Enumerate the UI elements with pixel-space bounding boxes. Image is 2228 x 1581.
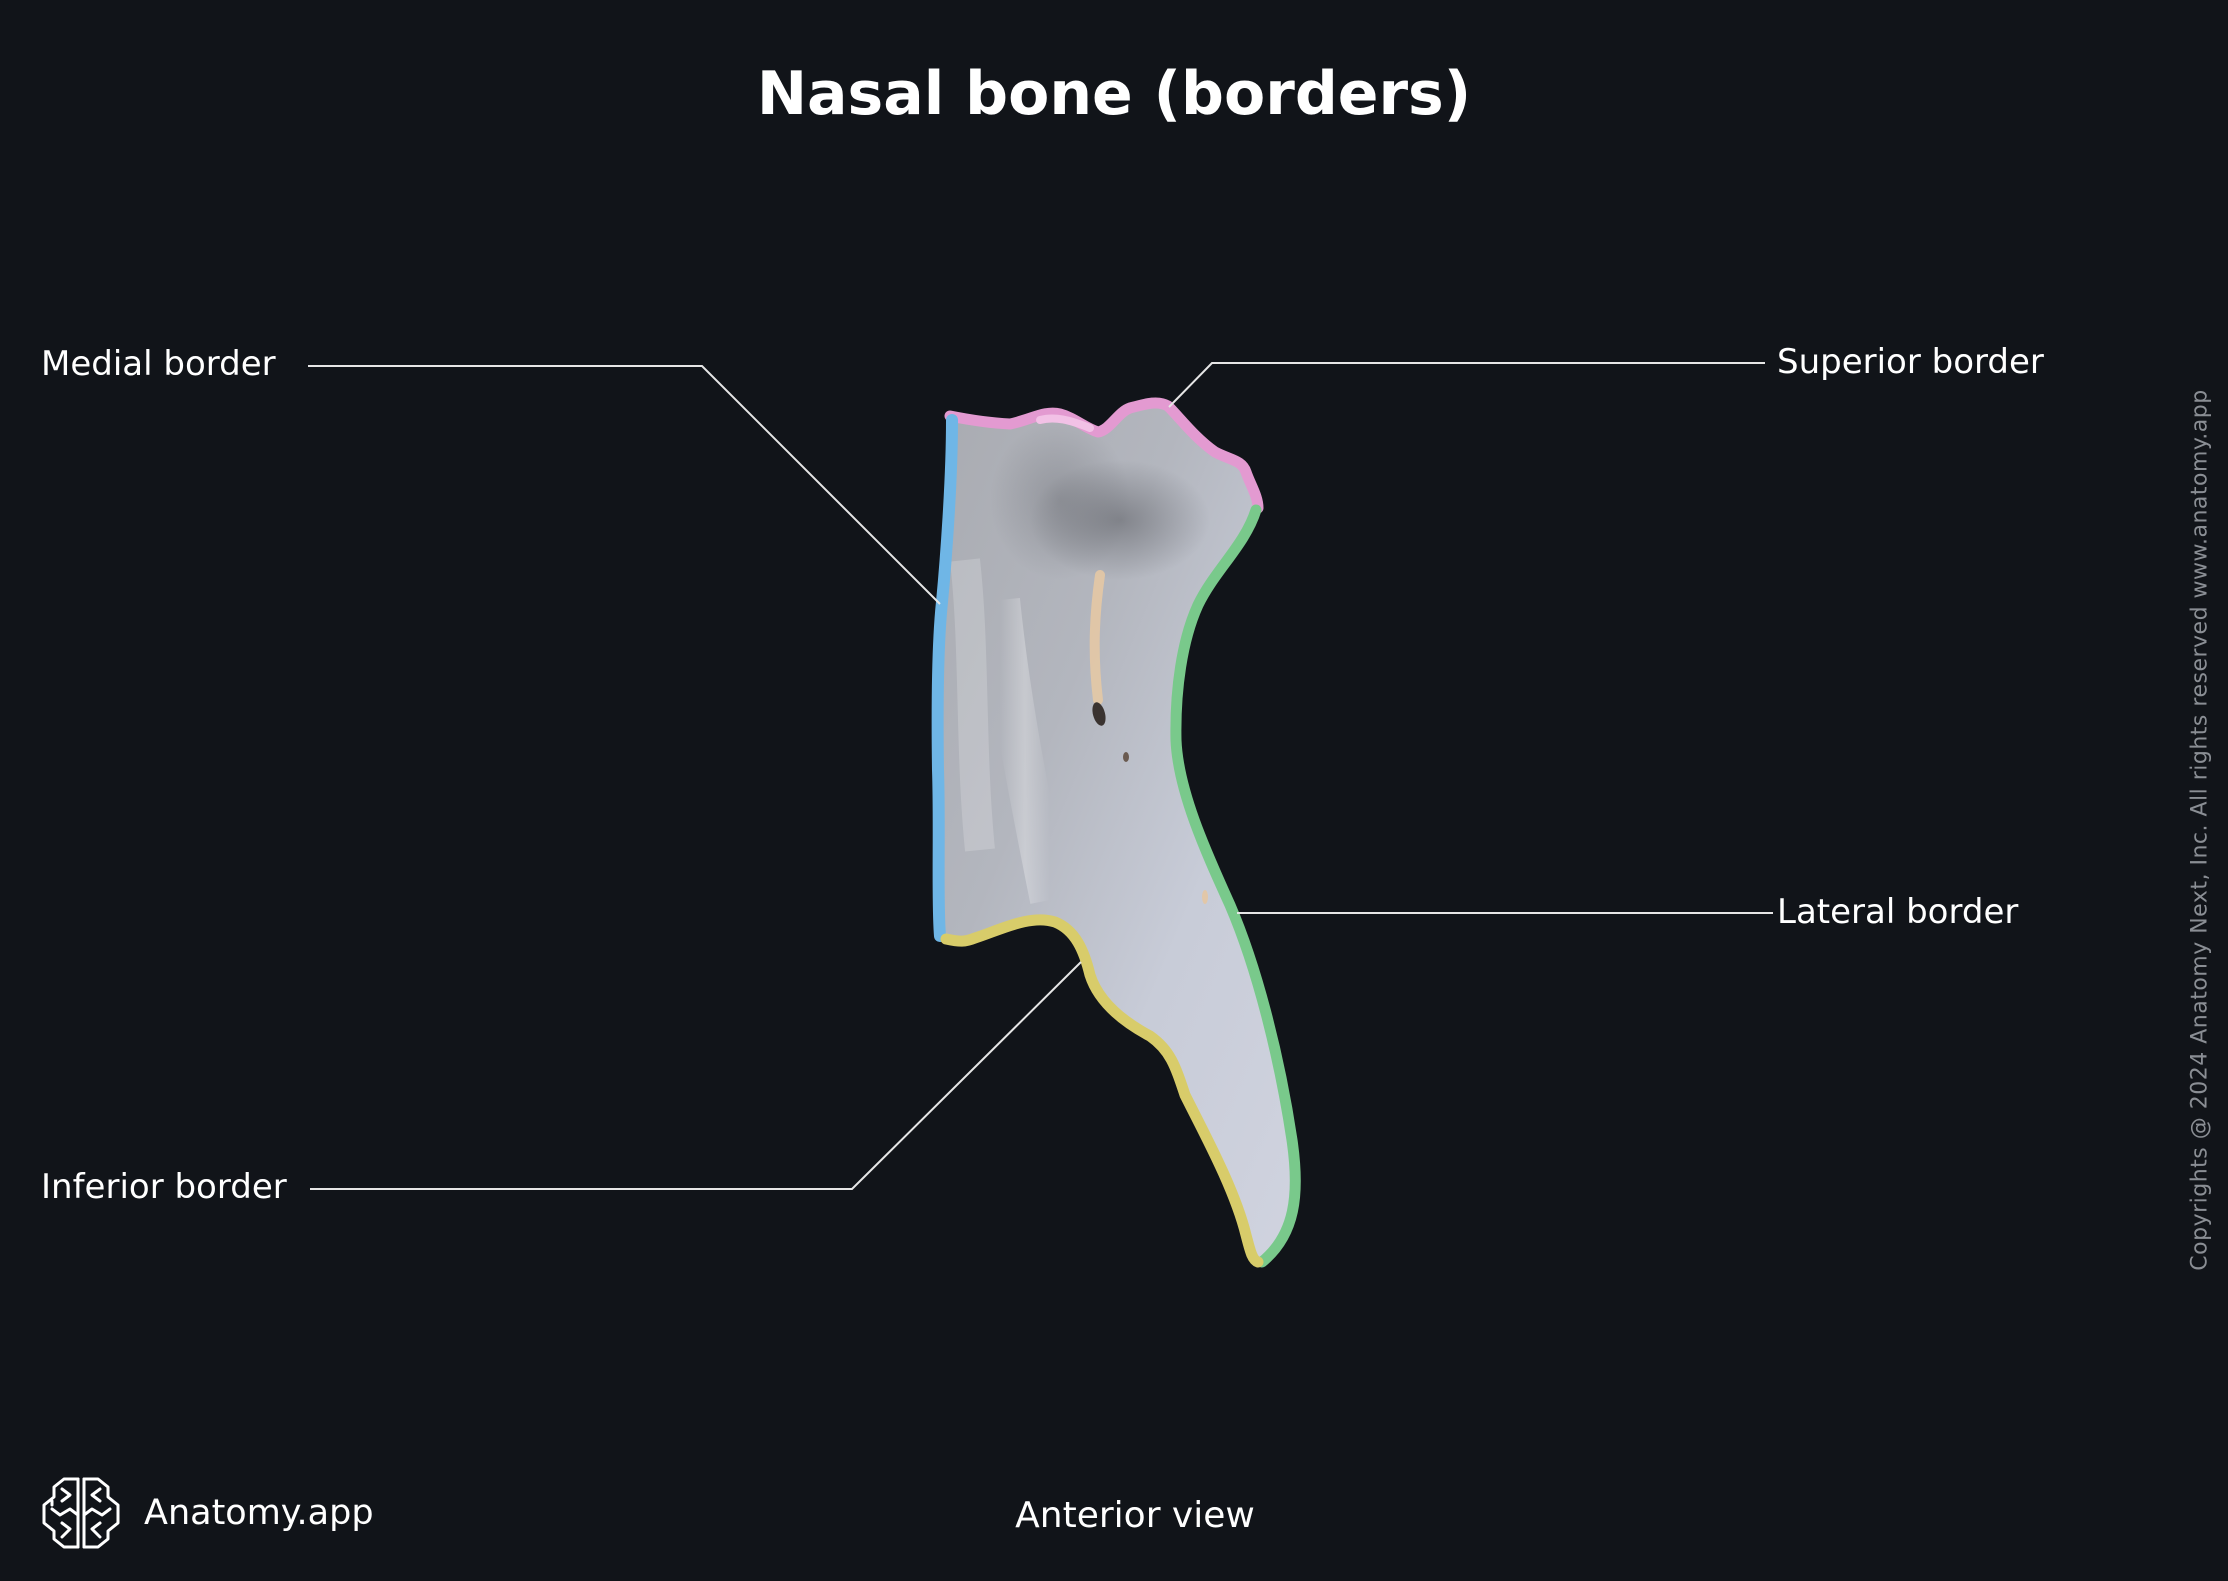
- superior-border: [944, 397, 1264, 514]
- inferior-border: [940, 914, 1264, 1268]
- page-title: Nasal bone (borders): [756, 59, 1472, 129]
- bone-groove: [1089, 570, 1105, 705]
- inferior-border-leader-line: [310, 961, 1082, 1190]
- superior-border-leader-line: [1168, 362, 1765, 408]
- brand: Anatomy.app: [40, 1474, 374, 1552]
- medial-border-leader-line: [308, 365, 941, 605]
- superior-border-texture: [1036, 414, 1094, 432]
- label-medial-border: Medial border: [41, 344, 276, 384]
- view-caption: Anterior view: [1015, 1495, 1255, 1536]
- nasal-bone-body: [935, 402, 1296, 1262]
- bone-foramen: [1123, 752, 1129, 762]
- label-superior-border: Superior border: [1777, 342, 2044, 382]
- label-inferior-border: Inferior border: [41, 1167, 287, 1207]
- brand-name: Anatomy.app: [144, 1493, 374, 1533]
- lateral-border: [1170, 504, 1301, 1268]
- bone-shading: [990, 420, 1130, 580]
- bone-highlight: [980, 598, 1070, 904]
- bone-foramen: [1202, 890, 1208, 904]
- bone-highlight: [950, 558, 995, 852]
- label-lateral-border: Lateral border: [1777, 892, 2019, 932]
- medial-border: [931, 414, 958, 942]
- brain-icon: [42, 1477, 120, 1549]
- copyright-notice: Copyrights @ 2024 Anatomy Next, Inc. All…: [2187, 389, 2213, 1271]
- bone-foramen: [1092, 702, 1106, 726]
